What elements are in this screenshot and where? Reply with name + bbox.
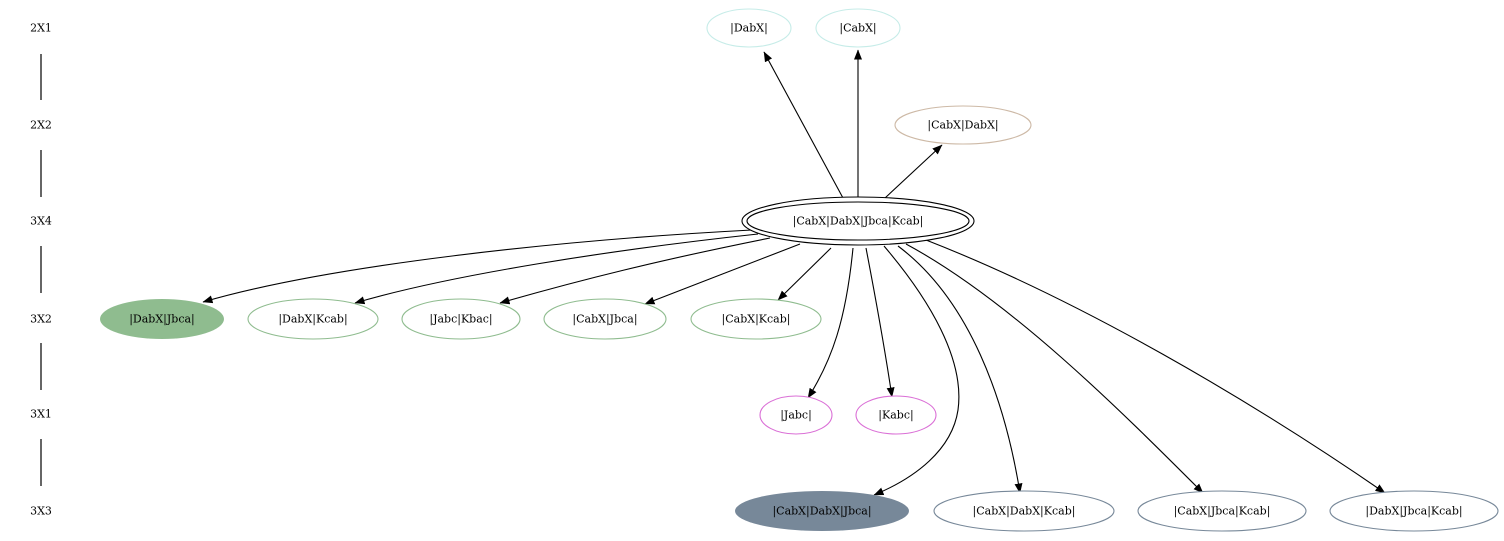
rank-label-3x2: 3X2 bbox=[30, 313, 52, 326]
node-label: |CabX|DabX|Jbca|Kcab| bbox=[793, 215, 924, 229]
node-outline bbox=[543, 298, 667, 340]
node-cabx-dabx-jbca-kcab[interactable]: |CabX|DabX|Jbca|Kcab| bbox=[741, 196, 975, 246]
node-fill bbox=[100, 299, 224, 339]
edge-3x4-to-cabx-dabx-kcab bbox=[897, 245, 1023, 494]
node-label: |CabX|Jbca| bbox=[572, 313, 637, 327]
edge-3x4-to-cabx-dabx-jbca bbox=[873, 245, 960, 496]
node-outline bbox=[690, 298, 822, 340]
node-outline bbox=[247, 298, 379, 340]
node-cabx[interactable]: |CabX| bbox=[815, 8, 901, 48]
edge-3x4-to-cabx-dabx bbox=[884, 144, 943, 199]
node-label: |CabX|Kcab| bbox=[722, 313, 791, 327]
edges bbox=[202, 49, 1386, 496]
rank-ladder: 2X1 2X2 3X4 3X2 3X1 3X3 bbox=[30, 22, 52, 518]
node-cabx-dabx-kcab[interactable]: |CabX|DabX|Kcab| bbox=[933, 490, 1115, 532]
edge-3x4-to-jabc bbox=[807, 247, 854, 399]
node-label: |DabX|Kcab| bbox=[278, 313, 347, 327]
node-dabx-jbca-kcab[interactable]: |DabX|Jbca|Kcab| bbox=[1329, 490, 1499, 532]
node-outline bbox=[1137, 490, 1307, 532]
node-outline bbox=[1329, 490, 1499, 532]
edge-3x4-to-cabx-jbca bbox=[644, 243, 801, 305]
node-outline bbox=[933, 490, 1115, 532]
node-label: |CabX|DabX| bbox=[927, 119, 998, 133]
node-jabc[interactable]: |Jabc| bbox=[759, 395, 833, 435]
node-cabx-jbca[interactable]: |CabX|Jbca| bbox=[543, 298, 667, 340]
edge-3x4-to-jabc-kbac bbox=[499, 237, 771, 305]
rank-label-2x1: 2X1 bbox=[30, 22, 52, 35]
node-cabx-dabx-jbca[interactable]: |CabX|DabX|Jbca| bbox=[735, 491, 909, 531]
rank-label-3x3: 3X3 bbox=[30, 505, 52, 518]
node-outline bbox=[855, 395, 937, 435]
edge-3x4-to-dabx-jbca-kcab bbox=[925, 239, 1386, 494]
edge-3x4-to-dabx bbox=[763, 51, 844, 199]
edge-3x4-to-dabx-jbca bbox=[202, 229, 753, 304]
node-outline bbox=[815, 8, 901, 48]
node-cabx-jbca-kcab[interactable]: |CabX|Jbca|Kcab| bbox=[1137, 490, 1307, 532]
node-label: |CabX|Jbca|Kcab| bbox=[1174, 505, 1271, 519]
node-outline bbox=[401, 298, 521, 340]
nodes: |DabX| |CabX| |CabX|DabX| |CabX|DabX|Jbc… bbox=[100, 8, 1499, 532]
node-dabx-kcab[interactable]: |DabX|Kcab| bbox=[247, 298, 379, 340]
node-dabx[interactable]: |DabX| bbox=[706, 8, 792, 48]
node-label: |CabX|DabX|Jbca| bbox=[772, 505, 871, 519]
rank-label-3x4: 3X4 bbox=[30, 215, 52, 228]
node-outline bbox=[894, 105, 1032, 145]
node-label: |Kabc| bbox=[878, 409, 913, 423]
node-label: |Jabc|Kbac| bbox=[429, 313, 492, 327]
node-label: |CabX|DabX|Kcab| bbox=[973, 505, 1076, 519]
node-outline bbox=[706, 8, 792, 48]
edge-3x4-to-kabc bbox=[865, 247, 895, 398]
node-inner-outline bbox=[746, 201, 970, 241]
node-outer-outline bbox=[741, 196, 975, 246]
node-dabx-jbca[interactable]: |DabX|Jbca| bbox=[100, 299, 224, 339]
node-kabc[interactable]: |Kabc| bbox=[855, 395, 937, 435]
edge-3x4-to-dabx-kcab bbox=[354, 233, 759, 305]
node-jabc-kbac[interactable]: |Jabc|Kbac| bbox=[401, 298, 521, 340]
node-fill bbox=[735, 491, 909, 531]
node-cabx-kcab[interactable]: |CabX|Kcab| bbox=[690, 298, 822, 340]
rank-label-3x1: 3X1 bbox=[30, 408, 52, 421]
node-label: |Jabc| bbox=[780, 409, 812, 423]
edge-3x4-to-cabx-jbca-kcab bbox=[905, 243, 1204, 494]
node-label: |DabX| bbox=[730, 22, 768, 36]
edge-3x4-to-cabx-kcab bbox=[777, 247, 832, 301]
node-cabx-dabx[interactable]: |CabX|DabX| bbox=[894, 105, 1032, 145]
node-label: |DabX|Jbca| bbox=[129, 313, 195, 327]
rank-label-2x2: 2X2 bbox=[30, 119, 52, 132]
node-label: |CabX| bbox=[839, 22, 876, 36]
node-outline bbox=[759, 395, 833, 435]
node-label: |DabX|Jbca|Kcab| bbox=[1365, 505, 1462, 519]
